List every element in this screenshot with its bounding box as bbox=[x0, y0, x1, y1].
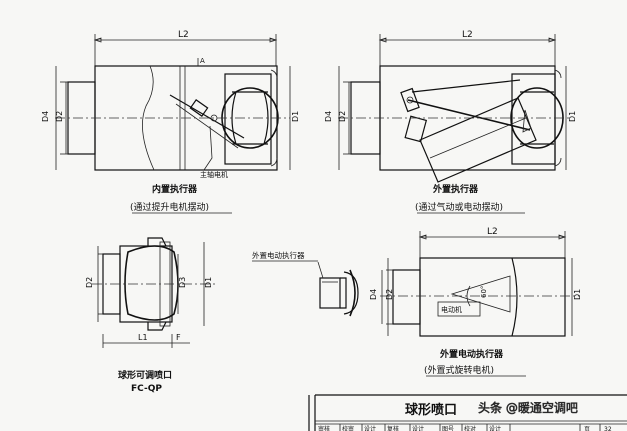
title-cell-7: 设计 bbox=[489, 425, 501, 431]
title-block-name: 球形喷口 bbox=[405, 402, 457, 418]
caption-internal-sub: (通过提升电机摆动) bbox=[130, 201, 209, 213]
caption-ball-model: FC-QP bbox=[131, 384, 162, 394]
title-cell-6: 校对 bbox=[464, 425, 476, 431]
dim-d2-right: D2 bbox=[338, 111, 347, 122]
callout-angle: 60° bbox=[480, 286, 488, 298]
svg-text:A: A bbox=[200, 57, 205, 65]
dim-l1: L1 bbox=[138, 333, 148, 342]
view-ball-nozzle: D2 D3 D1 L1 F 球形可调喷口 FC-QP bbox=[85, 237, 215, 394]
title-cell-4: 设计 bbox=[412, 425, 424, 431]
dim-l2-label: L2 bbox=[178, 30, 189, 40]
dim-d2-ball: D2 bbox=[85, 277, 94, 288]
title-block: 球形喷口 审核 校审 设计 复核 设计 图号 校对 设计 页 32 bbox=[308, 394, 627, 431]
callout-motor: 电动机 bbox=[441, 305, 462, 314]
title-cell-1: 校审 bbox=[342, 425, 354, 431]
view-external-actuator: L2 D4 D2 D1 外置执行器 (通过气动或电动摆动) bbox=[324, 30, 577, 214]
title-cell-5: 图号 bbox=[442, 426, 454, 431]
caption-electric-title: 外置电动执行器 bbox=[439, 348, 504, 360]
title-cell-3: 复核 bbox=[387, 425, 399, 431]
callout-external-actuator: 外置电动执行器 bbox=[252, 250, 305, 260]
caption-internal-title: 内置执行器 bbox=[152, 183, 198, 195]
dim-f: F bbox=[176, 333, 181, 342]
title-cell-9: 32 bbox=[604, 426, 612, 431]
title-cell-8: 页 bbox=[584, 426, 590, 431]
caption-electric-sub: (外置式旋转电机) bbox=[424, 364, 494, 376]
dim-d1-right: D1 bbox=[568, 111, 577, 122]
dim-d1-electric: D1 bbox=[573, 289, 582, 300]
caption-external-title: 外置执行器 bbox=[432, 183, 479, 195]
dim-d2-left: D2 bbox=[55, 111, 64, 122]
title-cell-0: 审核 bbox=[318, 425, 330, 431]
view-internal-actuator: L2 A 主轴电机 D4 D2 D1 内置 bbox=[41, 30, 300, 214]
dim-d4-right: D4 bbox=[324, 111, 333, 122]
dim-d4-electric: D4 bbox=[369, 289, 378, 300]
caption-ball-title: 球形可调喷口 bbox=[118, 369, 172, 381]
dim-l2-electric: L2 bbox=[487, 227, 498, 237]
dim-d1-left: D1 bbox=[291, 111, 300, 122]
dim-d1-ball: D1 bbox=[204, 277, 213, 288]
dim-d4-left: D4 bbox=[41, 111, 50, 122]
dim-d3-ball: D3 bbox=[178, 277, 187, 288]
callout-main-motor: 主轴电机 bbox=[200, 170, 228, 179]
dim-l2-right: L2 bbox=[462, 30, 473, 40]
view-electric-actuator: L2 60° 电动机 D4 D2 D1 外置电动执行器 外置电动执行器 (外置式… bbox=[252, 227, 582, 377]
title-cell-2: 设计 bbox=[364, 425, 376, 431]
caption-external-sub: (通过气动或电动摆动) bbox=[415, 201, 503, 213]
dim-d2-electric: D2 bbox=[385, 289, 394, 300]
watermark: 头条 @暖通空调吧 bbox=[478, 401, 578, 415]
